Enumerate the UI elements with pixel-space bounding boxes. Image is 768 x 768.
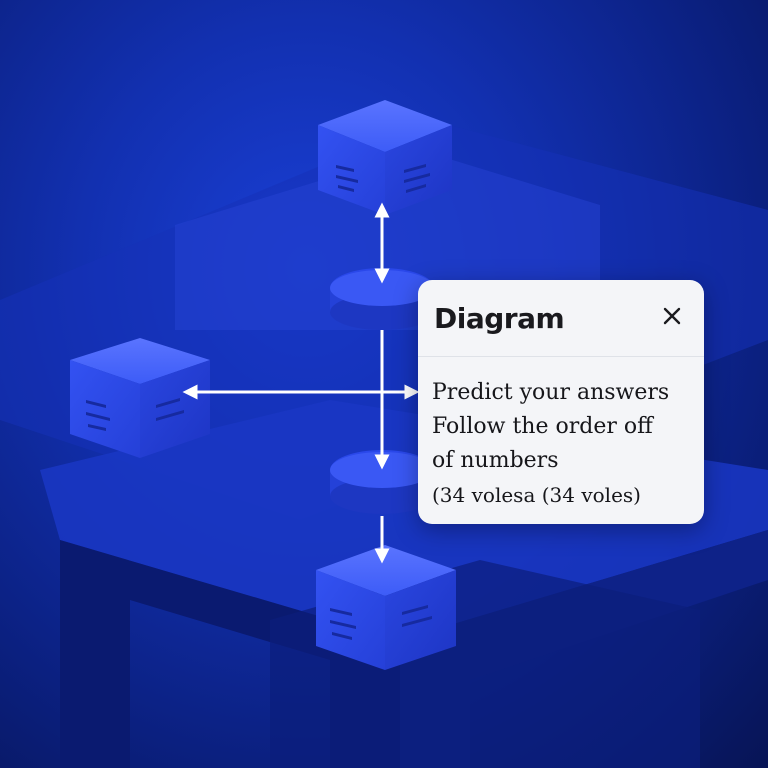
front-table-side <box>400 530 768 768</box>
vote-count: (34 volesa (34 voles) <box>432 483 641 507</box>
cube-left <box>70 338 210 458</box>
disc-lower <box>330 450 434 514</box>
diagram-dialog: Diagram Predict your answers Follow the … <box>418 280 704 524</box>
dialog-line: of numbers <box>432 448 559 473</box>
dialog-line: Follow the order off <box>432 414 653 439</box>
dialog-body: Predict your answers Follow the order of… <box>432 376 694 512</box>
dialog-line: Predict your answers <box>432 380 670 405</box>
dialog-title: Diagram <box>434 302 565 335</box>
cube-bottom <box>316 545 456 670</box>
front-table-legs <box>60 540 400 768</box>
cube-top <box>318 100 452 215</box>
disc-upper <box>330 268 434 330</box>
close-icon <box>663 307 681 325</box>
close-button[interactable] <box>658 302 686 330</box>
dialog-header: Diagram <box>418 280 704 357</box>
